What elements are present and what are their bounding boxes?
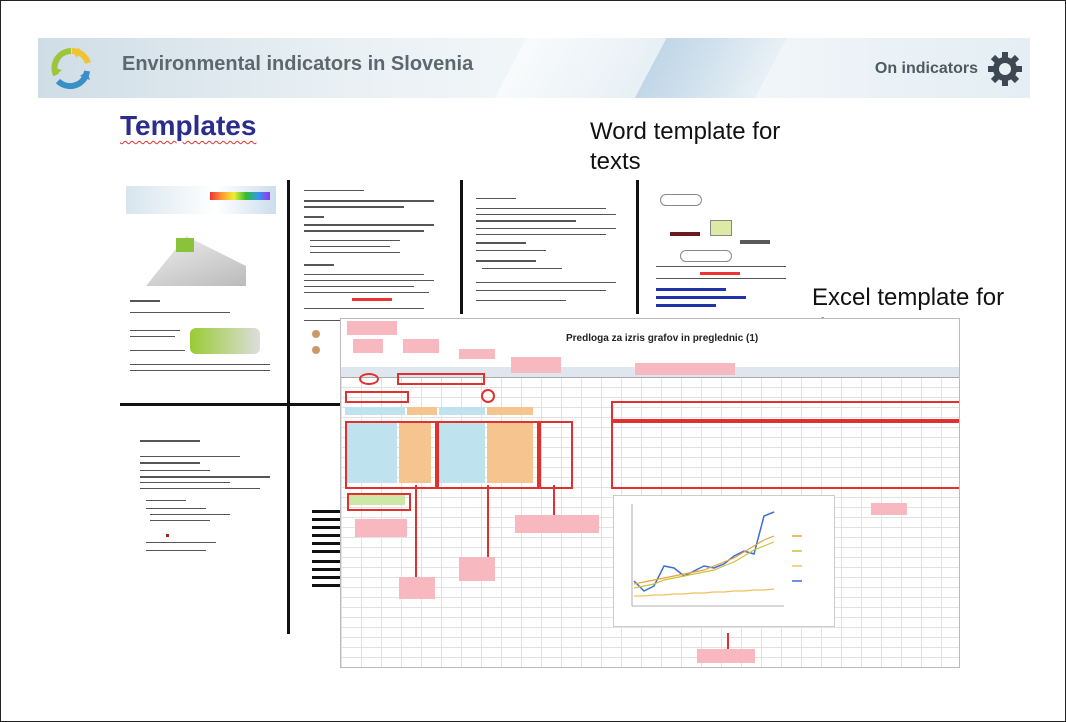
doc-header-strip bbox=[126, 186, 276, 214]
annotation-note bbox=[355, 519, 407, 537]
word-doc-thumbnail bbox=[464, 180, 634, 314]
annotation-note bbox=[399, 577, 435, 599]
annotation-box bbox=[539, 421, 573, 489]
annotation-note bbox=[403, 339, 439, 353]
annotation-note bbox=[353, 339, 383, 353]
word-doc-thumbnail bbox=[120, 410, 285, 632]
annotation-circle bbox=[359, 373, 379, 385]
divider bbox=[636, 180, 639, 314]
annotation-box bbox=[347, 493, 411, 511]
page-title: Templates bbox=[120, 110, 257, 141]
word-doc-thumbnail bbox=[640, 180, 810, 314]
annotation-box bbox=[397, 373, 485, 385]
pyramid-image bbox=[146, 236, 246, 286]
annotation-arrow bbox=[727, 633, 729, 649]
annotation-note bbox=[697, 649, 755, 663]
on-indicators-link[interactable]: On indicators bbox=[874, 60, 978, 77]
annotation-arrow bbox=[487, 485, 489, 557]
annotation-box bbox=[345, 391, 409, 403]
annotation-arrow bbox=[415, 485, 417, 577]
header-banner: Environmental indicators in Slovenia On … bbox=[38, 38, 1030, 98]
annotation-note bbox=[635, 363, 735, 375]
annotation-note bbox=[459, 557, 495, 581]
gear-icon[interactable] bbox=[986, 50, 1024, 88]
word-template-label: Word template for texts bbox=[590, 118, 781, 175]
annotation-box bbox=[611, 421, 959, 489]
annotation-note bbox=[347, 321, 397, 335]
annotation-box bbox=[611, 401, 959, 421]
pyramid-top-image bbox=[176, 238, 194, 252]
embedded-line-chart bbox=[613, 495, 835, 627]
site-title: Environmental indicators in Slovenia bbox=[122, 53, 474, 75]
word-doc-thumbnail bbox=[120, 180, 285, 402]
annotation-box bbox=[345, 421, 437, 489]
excel-template-screenshot: Predloga za izris grafov in preglednic (… bbox=[340, 318, 960, 668]
word-doc-thumbnail bbox=[292, 410, 342, 632]
divider bbox=[460, 180, 463, 314]
annotation-note bbox=[871, 503, 907, 515]
annotation-arrow bbox=[553, 485, 555, 515]
divider bbox=[120, 403, 342, 406]
annotation-note bbox=[459, 349, 495, 359]
annotation-note bbox=[515, 515, 599, 533]
divider bbox=[287, 180, 290, 634]
annotation-note bbox=[511, 357, 561, 373]
recycle-arrows-logo-icon bbox=[51, 48, 91, 90]
annotation-circle bbox=[481, 389, 495, 403]
excel-sheet-title: Predloga za izris grafov in preglednic (… bbox=[566, 333, 759, 344]
doc-color-bar bbox=[210, 192, 270, 200]
chart-image bbox=[190, 328, 260, 354]
